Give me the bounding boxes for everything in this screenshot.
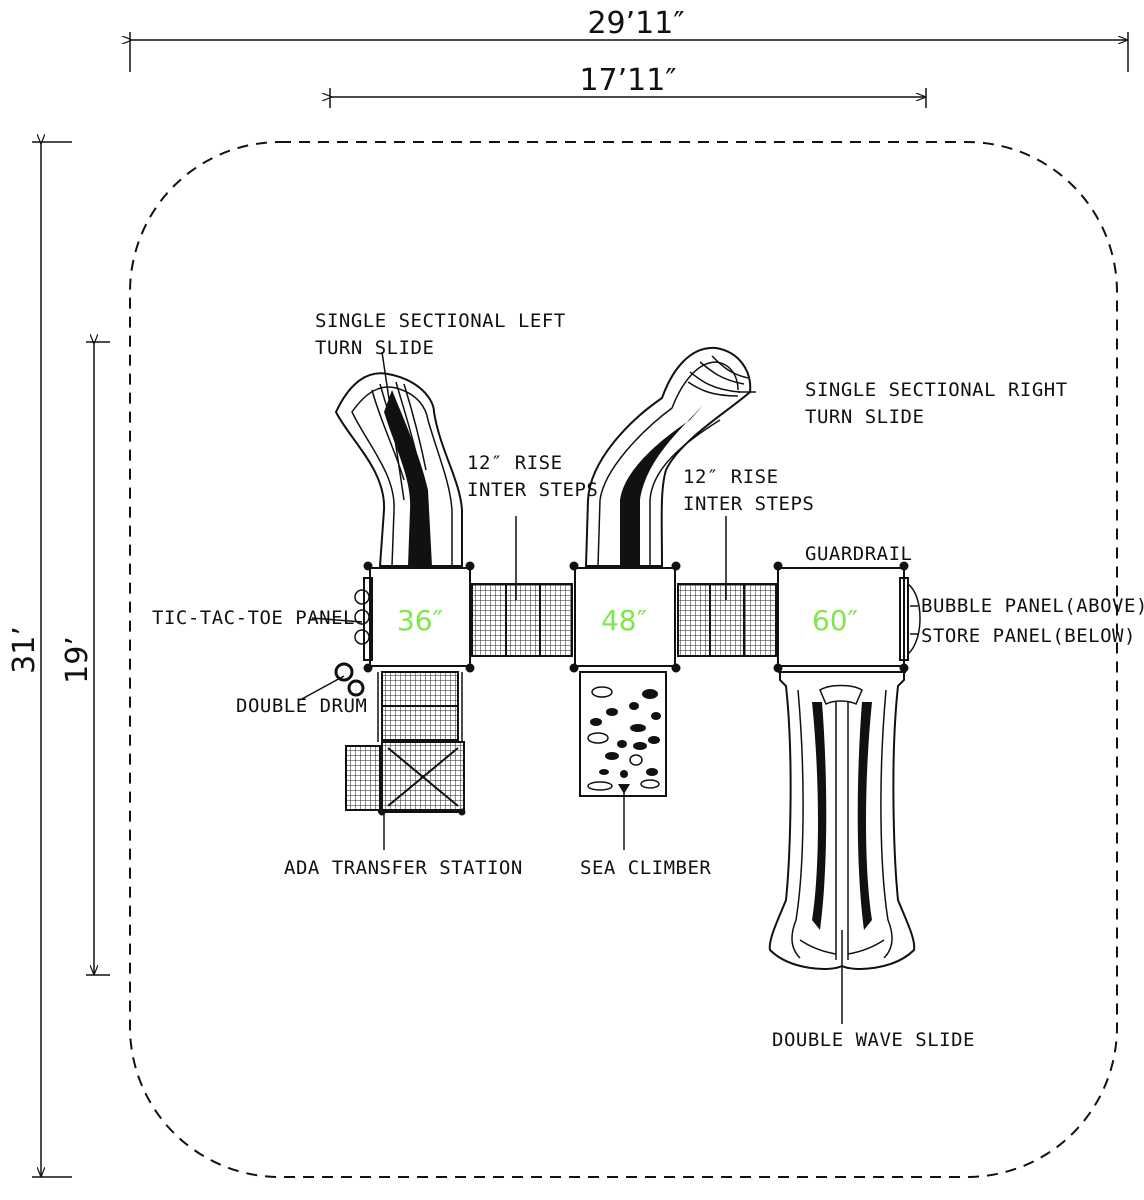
ada-transfer-label: ADA TRANSFER STATION [284, 857, 523, 879]
use-zone-boundary [129, 141, 1118, 1178]
overall-depth-dimension: 31’ [7, 142, 72, 1178]
inter-steps-1 [471, 583, 573, 657]
ada-transfer-station [345, 671, 466, 816]
guardrail-label: GUARDRAIL [805, 543, 912, 565]
tic-tac-toe-label: TIC-TAC-TOE PANEL [152, 607, 355, 629]
tic-tac-toe-panel [354, 577, 373, 661]
overall-width-dimension: 29’11″ [130, 6, 1129, 72]
deck-48-height: 48″ [601, 604, 647, 637]
bubble-store-panel [899, 577, 921, 661]
left-slide-label-line2: TURN SLIDE [315, 337, 434, 359]
right-slide-label-line2: TURN SLIDE [805, 406, 924, 428]
right-slide-label-line1: SINGLE SECTIONAL RIGHT [805, 379, 1068, 401]
deck-60-height: 60″ [812, 604, 858, 637]
steps-1-label-line2: INTER STEPS [467, 479, 598, 501]
steps-2-label-line2: INTER STEPS [683, 493, 814, 515]
double-drum-label: DOUBLE DRUM [236, 695, 367, 717]
store-panel-label: STORE PANEL(BELOW) [921, 625, 1136, 647]
deck-posts [363, 561, 909, 673]
structure-width-label: 17’11″ [579, 63, 676, 98]
single-sectional-left-turn-slide [334, 372, 463, 567]
structure-depth-dimension: 19’ [60, 342, 110, 976]
sea-climber-label: SEA CLIMBER [580, 857, 711, 879]
steps-2-label-line1: 12″ RISE [683, 466, 779, 488]
deck-36-height: 36″ [397, 604, 443, 637]
double-wave-label: DOUBLE WAVE SLIDE [772, 1029, 975, 1051]
sea-climber [579, 671, 667, 797]
deck-60: 60″ [777, 567, 905, 667]
bubble-panel-label: BUBBLE PANEL(ABOVE) [921, 595, 1144, 617]
overall-depth-label: 31’ [7, 626, 42, 674]
double-wave-slide [768, 671, 916, 970]
overall-width-label: 29’11″ [587, 6, 684, 41]
deck-36: 36″ [369, 567, 471, 667]
deck-48: 48″ [574, 567, 676, 667]
structure-depth-label: 19’ [60, 636, 95, 684]
left-slide-label-line1: SINGLE SECTIONAL LEFT [315, 310, 566, 332]
single-sectional-right-turn-slide [584, 346, 752, 567]
double-drum [334, 662, 365, 697]
steps-1-label-line1: 12″ RISE [467, 452, 563, 474]
leader-lines [299, 351, 918, 1024]
inter-steps-2 [677, 583, 777, 657]
structure-width-dimension: 17’11″ [330, 63, 927, 108]
